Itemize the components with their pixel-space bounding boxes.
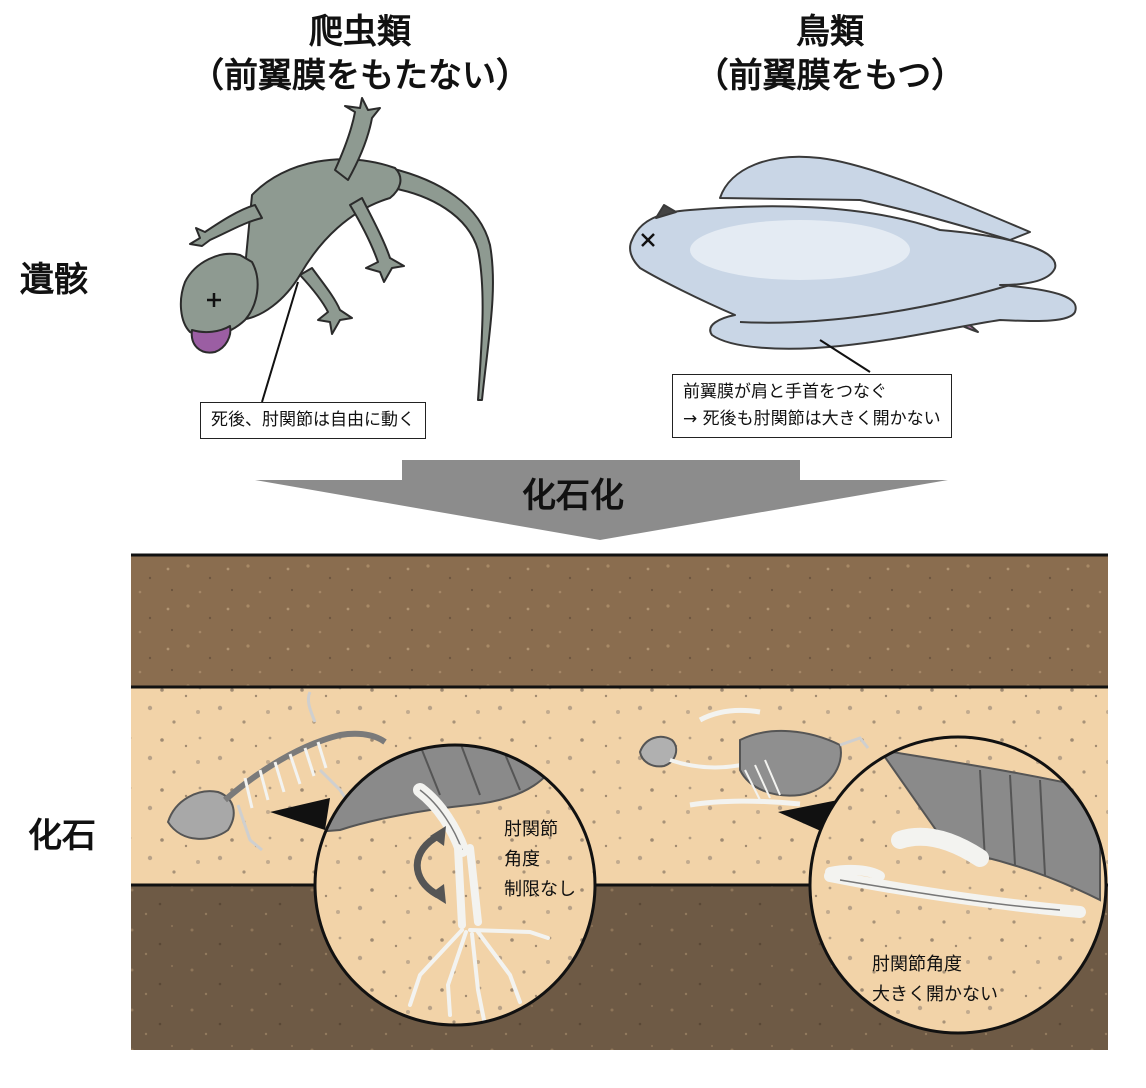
reptile-note-leader xyxy=(261,281,299,403)
bird-title-line2: （前翼膜をもつ） xyxy=(694,56,966,96)
bird-fossil-skeleton xyxy=(638,707,870,808)
fossilization-arrow xyxy=(255,460,948,540)
carcass-row-label: 遺骸 xyxy=(20,260,88,300)
bird-elbow-magnifier xyxy=(808,735,1108,1035)
bird-note-line1: 前翼膜が肩と手首をつなぐ xyxy=(683,382,887,402)
reptile-lens-line1: 肘関節 xyxy=(504,819,558,840)
bird-carcass xyxy=(629,155,1077,350)
reptile-title-line2: （前翼膜をもたない） xyxy=(190,56,530,96)
reptile-lens-text: 肘関節 角度 制限なし xyxy=(504,815,576,905)
bird-title: 鳥類 （前翼膜をもつ） xyxy=(620,10,1040,98)
reptile-title-line1: 爬虫類 xyxy=(309,12,411,52)
reptile-lens-line3: 制限なし xyxy=(504,879,576,900)
reptile-magnify-pointer xyxy=(270,798,330,830)
bird-note: 前翼膜が肩と手首をつなぐ → 死後も肘関節は大きく開かない xyxy=(672,374,952,438)
bird-note-line2: → 死後も肘関節は大きく開かない xyxy=(683,409,941,429)
bird-lens-text: 肘関節角度 大きく開かない xyxy=(872,950,998,1010)
bird-note-leader xyxy=(819,339,871,373)
bird-title-line1: 鳥類 xyxy=(796,12,864,52)
reptile-fossil-skeleton xyxy=(166,691,387,852)
bird-lens-line2: 大きく開かない xyxy=(872,984,998,1005)
fossil-row-label: 化石 xyxy=(28,816,96,856)
reptile-title: 爬虫類 （前翼膜をもたない） xyxy=(150,10,570,98)
reptile-elbow-magnifier xyxy=(313,743,597,1027)
reptile-carcass xyxy=(179,97,494,401)
fossilization-label: 化石化 xyxy=(522,476,624,516)
bird-lens-line1: 肘関節角度 xyxy=(872,954,962,975)
reptile-note: 死後、肘関節は自由に動く xyxy=(200,402,426,439)
reptile-lens-line2: 角度 xyxy=(504,849,540,870)
